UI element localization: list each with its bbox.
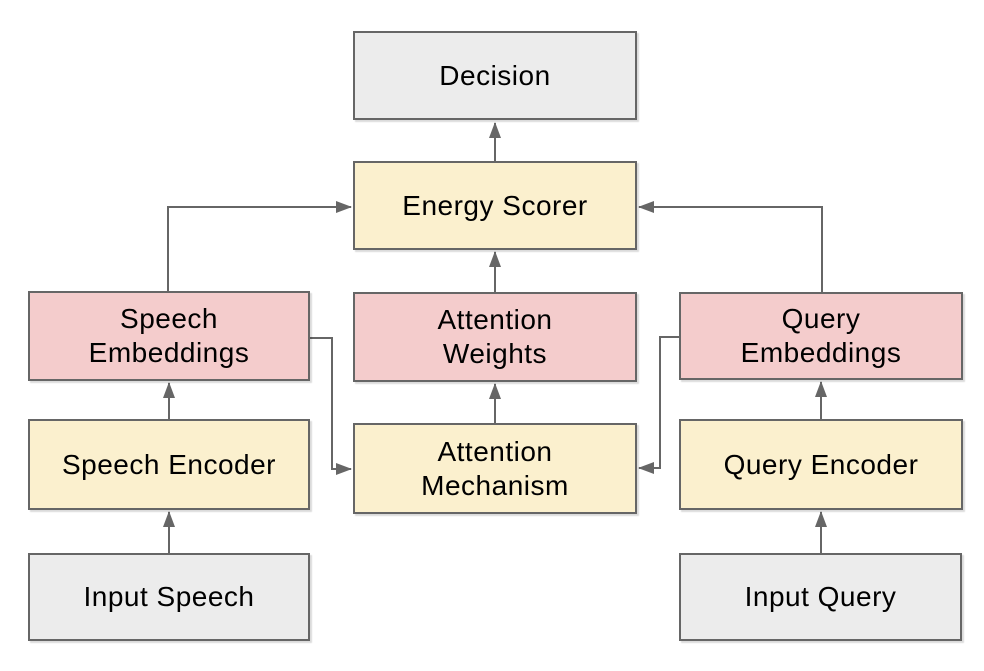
node-decision: Decision — [353, 31, 637, 120]
node-attention-weights: Attention Weights — [353, 292, 637, 382]
arrow-query-embeddings-to-attention-mechanism — [638, 336, 679, 474]
node-speech-encoder-label: Speech Encoder — [61, 448, 277, 480]
node-decision-label: Decision — [439, 59, 551, 91]
node-input-query-label: Input Query — [744, 581, 897, 613]
arrow-speech-embeddings-to-attention-mechanism — [310, 337, 352, 475]
node-input-speech: Input Speech — [28, 553, 310, 641]
node-energy-scorer: Energy Scorer — [353, 161, 637, 250]
node-input-query: Input Query — [679, 553, 962, 641]
node-attention-mechanism: Attention Mechanism — [353, 423, 637, 514]
node-energy-scorer-label: Energy Scorer — [402, 189, 588, 221]
node-query-encoder: Query Encoder — [679, 419, 963, 510]
node-query-embeddings-label: Query Embeddings — [740, 303, 902, 368]
node-attention-weights-label: Attention Weights — [437, 304, 553, 369]
arrow-speech-embeddings-to-energy-scorer — [167, 201, 352, 291]
arrow-query-embeddings-to-energy-scorer — [638, 201, 823, 292]
node-speech-encoder: Speech Encoder — [28, 419, 310, 510]
node-input-speech-label: Input Speech — [83, 581, 255, 613]
node-attention-mechanism-label: Attention Mechanism — [421, 435, 569, 501]
node-speech-embeddings-label: Speech Embeddings — [88, 303, 250, 368]
node-query-encoder-label: Query Encoder — [723, 448, 919, 480]
node-speech-embeddings: Speech Embeddings — [28, 291, 310, 381]
node-query-embeddings: Query Embeddings — [679, 292, 963, 380]
